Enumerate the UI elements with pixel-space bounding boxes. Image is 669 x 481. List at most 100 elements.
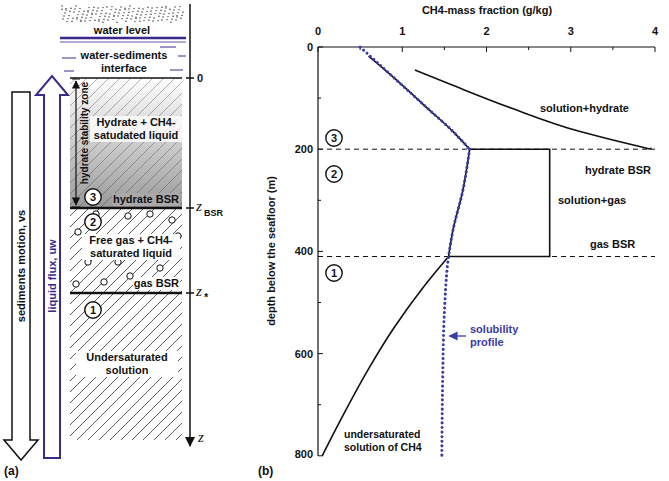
water-stipple bbox=[113, 16, 114, 17]
axis-title: CH4-mass fraction (g/kg) bbox=[422, 4, 552, 17]
water-stipple bbox=[78, 11, 79, 12]
water-stipple bbox=[102, 7, 103, 8]
water-stipple bbox=[135, 17, 136, 18]
water-stipple bbox=[131, 15, 132, 16]
water-stipple bbox=[158, 16, 159, 17]
water-stipple bbox=[119, 9, 120, 10]
water-stipple bbox=[174, 6, 175, 7]
subscript: BSR bbox=[204, 207, 223, 220]
x-tick bbox=[528, 47, 529, 50]
water-stipple bbox=[139, 17, 140, 18]
water-stipple bbox=[84, 20, 85, 21]
depth-axis bbox=[189, 4, 191, 446]
water-stipple bbox=[100, 13, 101, 14]
water-stipple bbox=[91, 13, 92, 14]
axis-tick bbox=[186, 292, 194, 294]
water-stipple bbox=[110, 9, 111, 10]
water-level-line bbox=[60, 37, 186, 40]
water-stipple bbox=[175, 19, 176, 20]
water-stipple bbox=[161, 7, 162, 8]
water-stipple bbox=[141, 11, 142, 12]
callout-number: 2 bbox=[84, 213, 102, 231]
water-stipple bbox=[123, 12, 124, 13]
flux-label: liquid flux, uw bbox=[46, 239, 59, 312]
water-stipple bbox=[163, 13, 164, 14]
water-stipple bbox=[148, 20, 149, 21]
zone-description: Hydrate + CH4- satudated liquid bbox=[90, 116, 182, 142]
hydrate-zone-hatch bbox=[70, 78, 182, 208]
callout-number: 1 bbox=[325, 264, 343, 282]
bsr-label: hydrate BSR bbox=[585, 164, 651, 177]
water-stipple bbox=[68, 15, 69, 16]
water-stipple bbox=[75, 5, 76, 6]
hydrate-zone-fill bbox=[70, 78, 182, 208]
callout-number: 3 bbox=[325, 129, 343, 147]
water-stipple bbox=[81, 17, 82, 18]
callout-circle bbox=[326, 130, 342, 146]
water-stipple bbox=[92, 10, 93, 11]
bracket-tick bbox=[72, 207, 80, 208]
water-stipple bbox=[153, 17, 154, 18]
tick-label: 0 bbox=[315, 25, 321, 38]
water-stipple bbox=[76, 17, 77, 18]
tick-label: 0 bbox=[307, 41, 313, 54]
water-stipple bbox=[147, 7, 148, 8]
callout-number: 2 bbox=[84, 213, 102, 231]
water-stipple bbox=[79, 8, 80, 9]
panel-a bbox=[4, 4, 194, 460]
tick-label: 200 bbox=[295, 143, 313, 156]
water-stipple bbox=[118, 12, 119, 13]
water-stipple bbox=[165, 6, 166, 7]
callout-number: 3 bbox=[84, 188, 102, 206]
solution-hydrate-curve bbox=[415, 70, 651, 149]
water-stipple bbox=[136, 14, 137, 15]
water-stipple bbox=[149, 17, 150, 18]
water-stipple bbox=[85, 17, 86, 18]
water-stipple bbox=[124, 9, 125, 10]
water-stipple bbox=[98, 19, 99, 20]
leader-line bbox=[449, 335, 466, 336]
water-stipple bbox=[109, 13, 110, 14]
water-stipple bbox=[170, 22, 171, 23]
x-tick bbox=[486, 47, 487, 52]
liquid-flux-arrow bbox=[36, 76, 68, 458]
gas-bsr-line bbox=[70, 292, 182, 295]
water-stipple bbox=[126, 18, 127, 19]
water-stipple bbox=[70, 8, 71, 9]
undersaturated-curve bbox=[322, 257, 448, 456]
water-stipple bbox=[138, 8, 139, 9]
water-stipple bbox=[146, 11, 147, 12]
undersaturated-zone-band: Undersaturated solution1 bbox=[70, 293, 182, 440]
water-stipple bbox=[98, 20, 99, 21]
depth-symbol: z bbox=[196, 200, 202, 213]
water-stipple bbox=[182, 12, 183, 13]
water-stipple bbox=[176, 16, 177, 17]
water-stipple bbox=[113, 15, 114, 16]
gas-bubble bbox=[157, 265, 163, 271]
water-stipple bbox=[112, 19, 113, 20]
axis-tick bbox=[186, 207, 194, 209]
water-stipple bbox=[144, 17, 145, 18]
water-stipple bbox=[106, 6, 107, 7]
seafloor-line bbox=[70, 77, 182, 79]
water-stipple bbox=[80, 21, 81, 22]
water-stipple bbox=[156, 7, 157, 8]
water-stipple bbox=[169, 9, 170, 10]
y-tick bbox=[318, 353, 323, 354]
panel-b bbox=[318, 47, 655, 456]
water-stipple bbox=[167, 16, 168, 17]
water-stipple bbox=[134, 21, 135, 22]
water-level-line bbox=[60, 42, 186, 43]
curve-label: solubility profile bbox=[470, 323, 532, 349]
callout-circle bbox=[326, 265, 342, 281]
callout-number: 1 bbox=[325, 264, 343, 282]
water-stipple bbox=[168, 13, 169, 14]
y-tick bbox=[318, 47, 323, 48]
sediment-motion-arrow bbox=[4, 92, 38, 460]
x-tick bbox=[655, 47, 656, 52]
water-stipple bbox=[63, 15, 64, 16]
water-stipple bbox=[77, 14, 78, 15]
gas-bubble bbox=[147, 211, 153, 217]
callout-circle bbox=[85, 302, 101, 318]
bsr-label: hydrate BSR bbox=[112, 193, 180, 206]
